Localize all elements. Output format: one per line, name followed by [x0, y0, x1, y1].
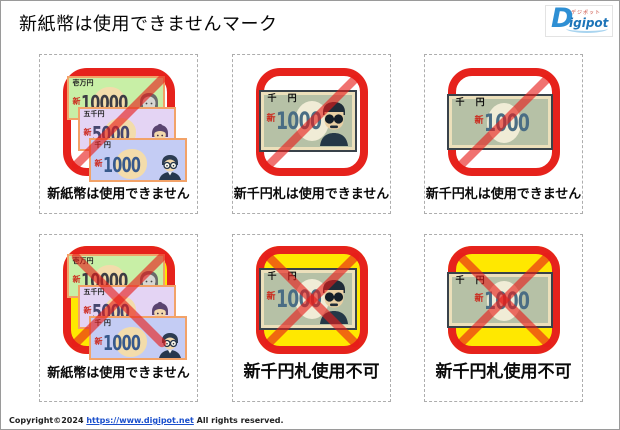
copyright-footer: Copyright©2024 https://www.digipot.net A…	[9, 416, 284, 425]
note-label: 五千円	[83, 288, 105, 296]
prohibition-cross-icon	[456, 252, 551, 348]
note-label: 千 円	[94, 319, 111, 327]
prohibition-slash-icon	[456, 74, 551, 170]
watermark-blob	[114, 327, 147, 357]
prohibition-cross-icon	[264, 252, 359, 348]
banknote-1000: 千 円 新1000	[88, 138, 187, 182]
panel-1000-portrait-slash: 千 円 新1000 新千円札は使用できません	[232, 54, 391, 214]
panel-1000-portrait-cross: 千 円 新1000 新千円札使用不可	[232, 234, 391, 402]
panel-caption: 新紙幣は使用できません	[47, 187, 190, 202]
note-label: 千 円	[267, 94, 301, 104]
prohibition-mark: 千 円 新1000	[255, 68, 368, 176]
watermark-blob	[114, 149, 147, 179]
banknote-1000-plain: 千 円 新1000	[446, 94, 553, 150]
prohibition-mark: 壱万円 新10000 五千円 新5000	[62, 68, 187, 182]
prohibition-mark: 壱万円 新10000 五千円 新5000	[62, 246, 187, 360]
panel-new-bills-cross: 壱万円 新10000 五千円 新5000	[39, 234, 198, 402]
copyright-text: Copyright©2024	[9, 416, 84, 425]
prohibition-cross-icon	[71, 252, 166, 348]
portrait-1000-icon	[158, 333, 181, 358]
banknote-1000-large: 千 円 新1000	[258, 90, 357, 152]
panel-caption: 新紙幣は使用できません	[47, 366, 190, 381]
site-link[interactable]: https://www.digipot.net	[86, 416, 194, 425]
digipot-logo[interactable]: デジポット D igipot	[545, 3, 613, 37]
prohibition-mark: 千 円 新1000	[446, 68, 560, 176]
note-label: 千 円	[268, 273, 301, 282]
panel-caption: 新千円札は使用できません	[233, 187, 390, 202]
panel-1000-plain-slash: 千 円 新1000 新千円札は使用できません	[424, 54, 583, 214]
prohibition-mark: 千 円 新1000	[446, 246, 560, 354]
note-value: 新1000	[94, 331, 141, 355]
portrait-1000-icon	[158, 155, 181, 180]
prohibition-slash-icon	[71, 74, 166, 170]
logo-swoosh-decoration	[566, 24, 608, 33]
page-title: 新紙幣は使用できませんマーク	[19, 14, 278, 35]
note-value: 新1000	[94, 153, 141, 177]
note-label: 五千円	[83, 110, 105, 118]
panel-new-bills-slash: 壱万円 新10000 五千円 新5000	[39, 54, 198, 214]
note-label: 千 円	[94, 141, 111, 149]
note-label: 千 円	[455, 276, 489, 286]
prohibition-slash-icon	[264, 74, 359, 170]
prohibition-mark: 千 円 新1000	[255, 246, 368, 354]
panel-caption: 新千円札使用不可	[435, 362, 572, 382]
rights-text: All rights reserved.	[196, 416, 284, 425]
logo-tagline: デジポット	[571, 10, 602, 16]
note-label: 千 円	[455, 98, 489, 108]
panel-caption: 新千円札は使用できません	[425, 187, 582, 202]
panel-1000-plain-cross: 千 円 新1000 新千円札使用不可	[424, 234, 583, 402]
panel-caption: 新千円札使用不可	[243, 362, 380, 382]
note-label: 壱万円	[72, 79, 94, 87]
